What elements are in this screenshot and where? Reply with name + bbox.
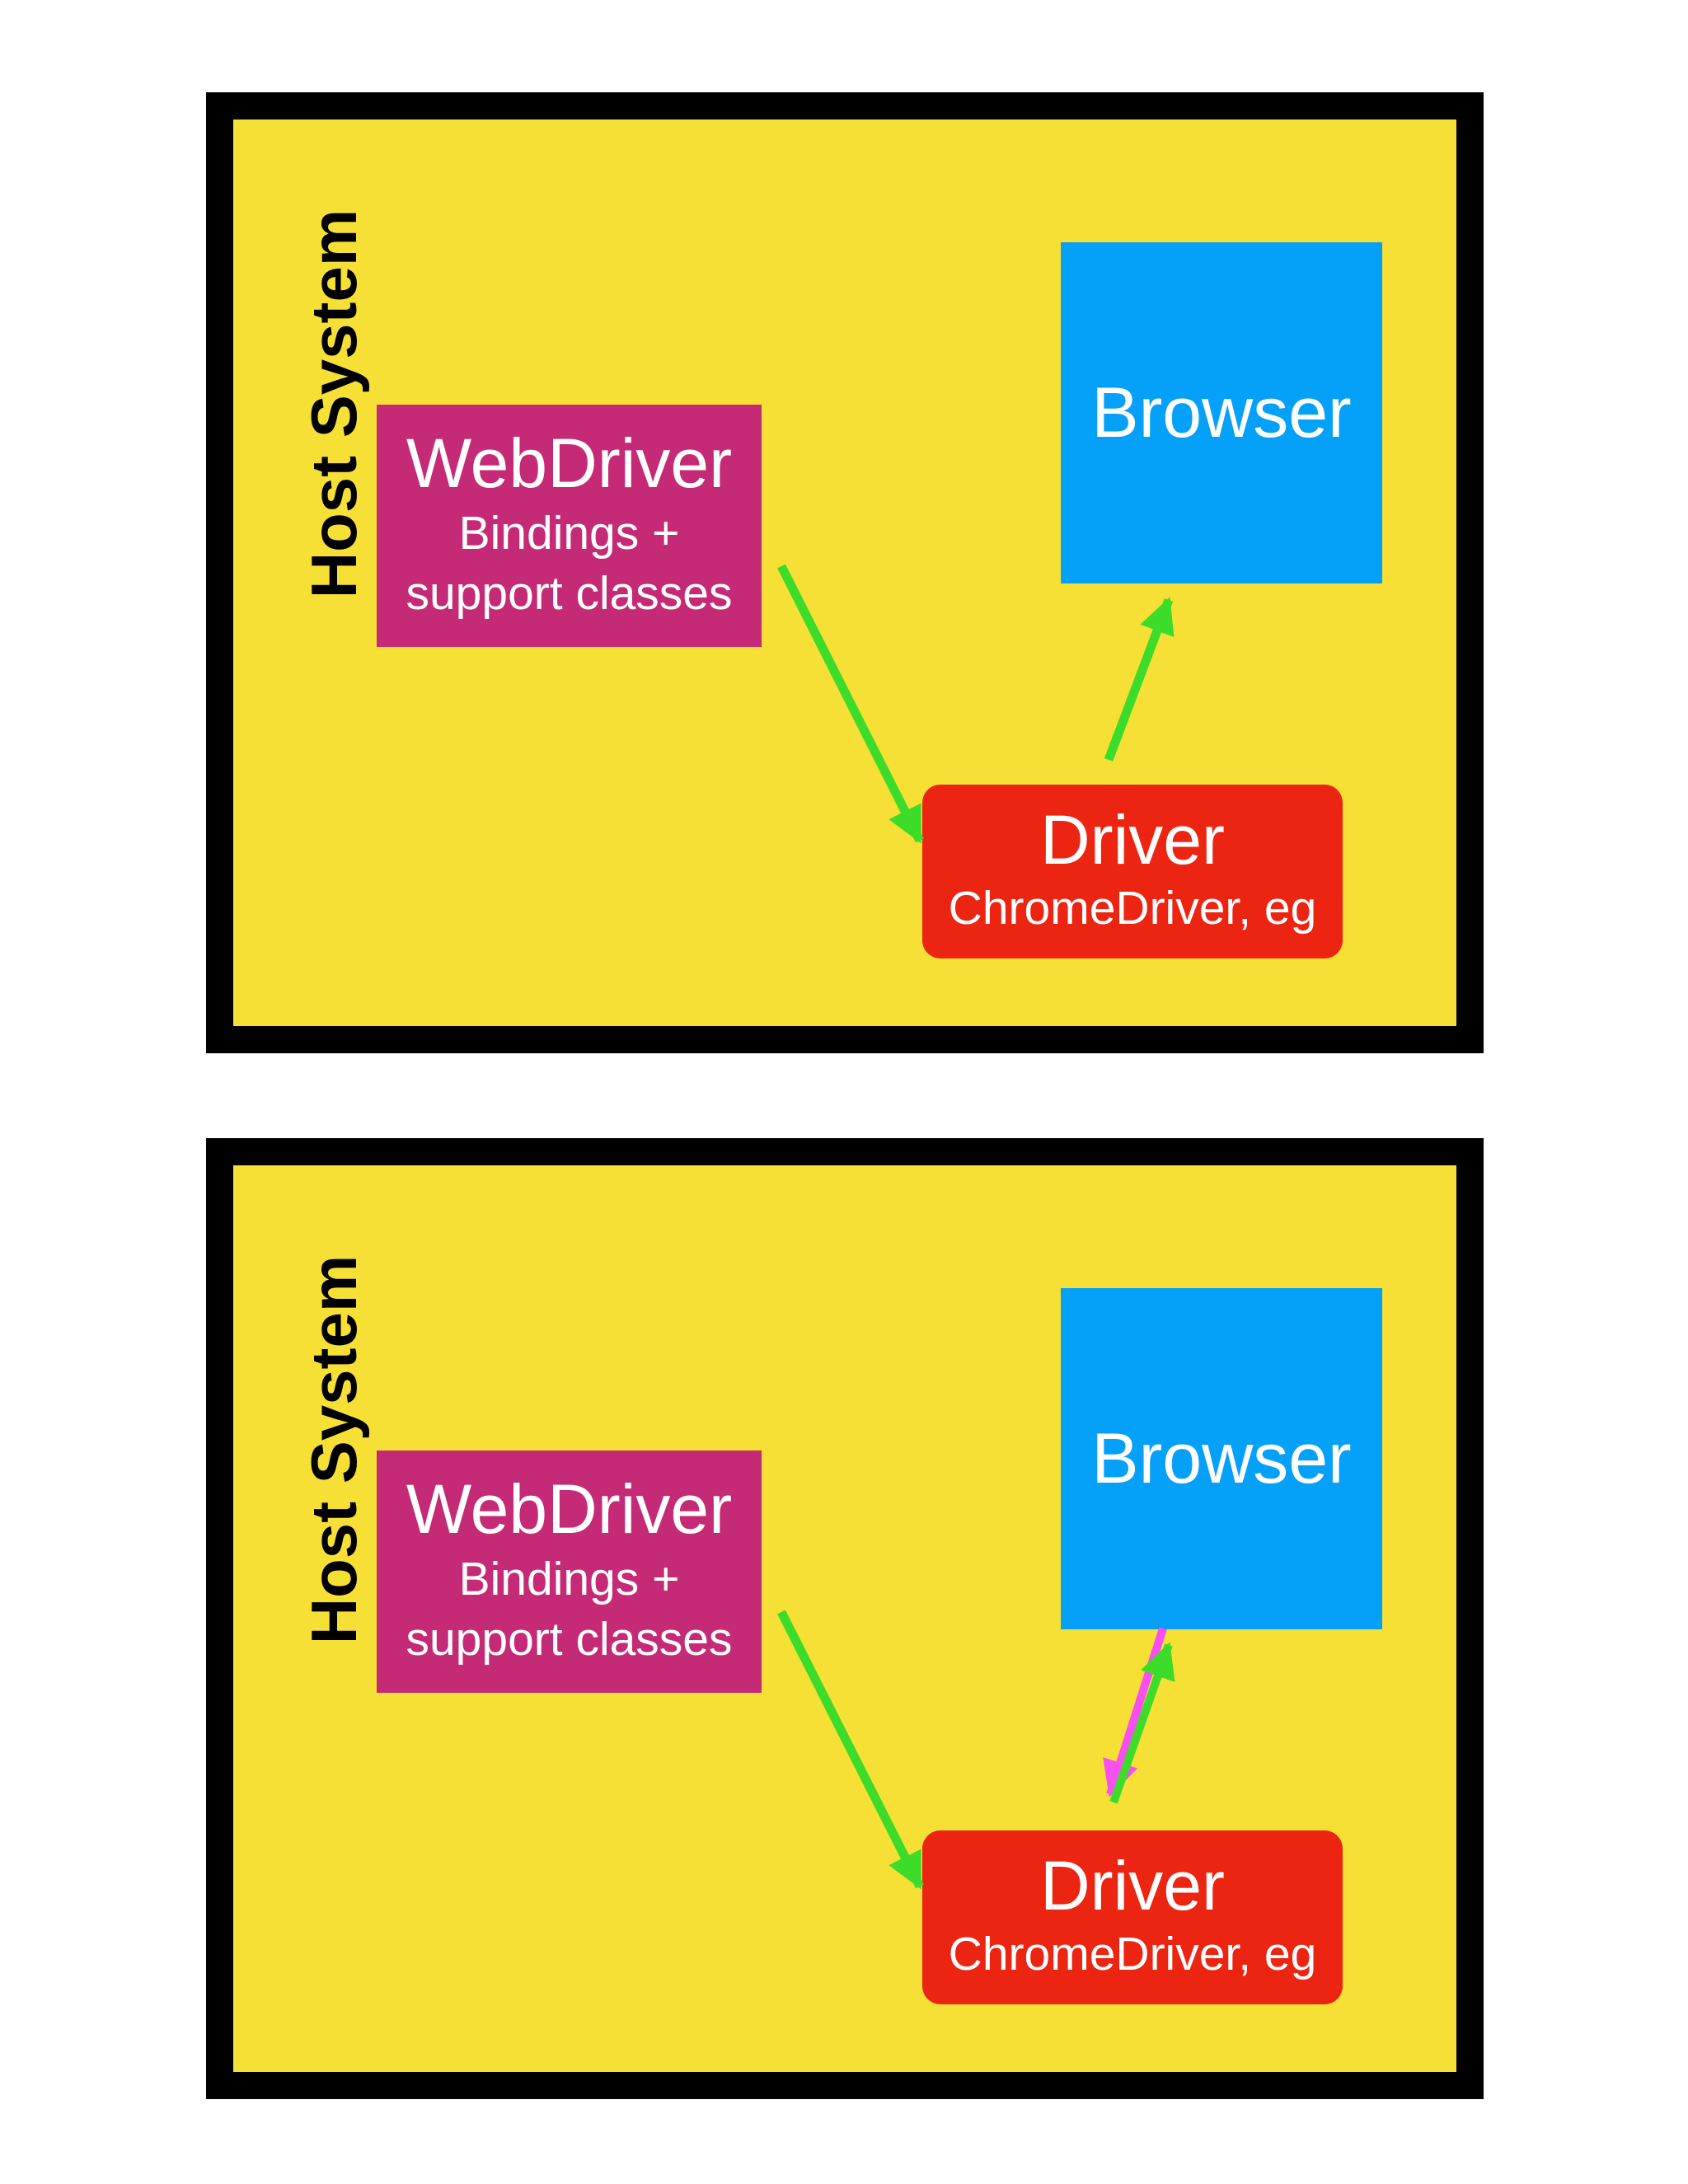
arrow-webdriver-to-driver	[777, 1610, 924, 1890]
host-system-panel-bottom: Host System WebDriver Bindings + support…	[206, 1138, 1484, 2099]
driver-box: Driver ChromeDriver, eg	[922, 1830, 1343, 2004]
browser-box: Browser	[1061, 1288, 1382, 1629]
driver-title: Driver	[1040, 801, 1225, 879]
arrow-driver-to-browser	[1104, 597, 1175, 762]
host-system-panel-top: Host System WebDriver Bindings + support…	[206, 92, 1484, 1053]
arrow-browser-to-driver	[1103, 1627, 1167, 1797]
driver-box: Driver ChromeDriver, eg	[922, 785, 1343, 958]
webdriver-title: WebDriver	[406, 424, 733, 502]
webdriver-line-2: support classes	[406, 567, 733, 620]
webdriver-line-1: Bindings +	[458, 1553, 680, 1605]
browser-label: Browser	[1091, 1419, 1352, 1498]
driver-subtitle: ChromeDriver, eg	[948, 1928, 1317, 1980]
webdriver-box: WebDriver Bindings + support classes	[377, 1451, 762, 1693]
arrow-driver-to-browser	[1109, 1642, 1175, 1804]
driver-subtitle: ChromeDriver, eg	[948, 882, 1317, 935]
arrow-webdriver-to-driver	[777, 564, 924, 844]
webdriver-title: WebDriver	[406, 1470, 733, 1548]
driver-title: Driver	[1040, 1847, 1225, 1924]
browser-box: Browser	[1061, 242, 1382, 583]
webdriver-line-2: support classes	[406, 1613, 733, 1666]
webdriver-box: WebDriver Bindings + support classes	[377, 405, 762, 647]
webdriver-line-1: Bindings +	[458, 507, 680, 560]
browser-label: Browser	[1091, 373, 1352, 452]
